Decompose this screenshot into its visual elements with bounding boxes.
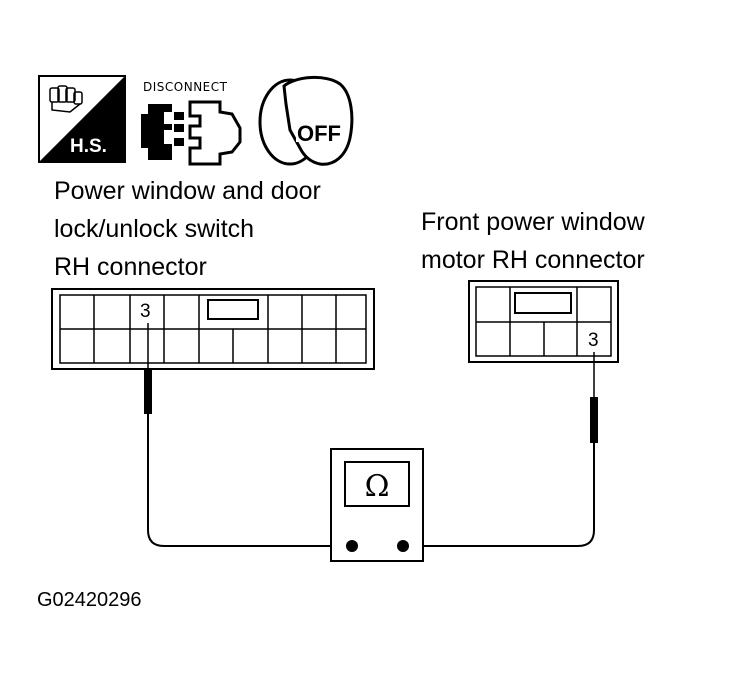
ohmmeter: Ω <box>330 448 424 562</box>
meter-terminal-right <box>397 540 409 552</box>
hand-tool-hs-icon: H.S. <box>38 75 126 163</box>
left-connector-title-line-1: Power window and door <box>54 177 321 205</box>
ohm-symbol: Ω <box>365 469 390 504</box>
left-probe <box>144 323 352 547</box>
right-connector-title-line-1: Front power window <box>421 208 646 236</box>
ignition-key-off-icon: OFF <box>258 76 354 166</box>
left-connector-title-line-2: lock/unlock switch <box>54 215 254 243</box>
hs-label: H.S. <box>70 136 107 157</box>
right-probe <box>403 352 598 547</box>
off-label: OFF <box>297 121 341 146</box>
left-connector <box>51 288 375 370</box>
right-pin-3-label: 3 <box>588 330 599 351</box>
figure-id: G02420296 <box>37 589 142 611</box>
disconnect-label: DISCONNECT <box>143 80 228 94</box>
disconnect-icon: DISCONNECT <box>141 80 242 166</box>
right-connector-title-line-2: motor RH connector <box>421 246 645 274</box>
right-connector <box>468 280 619 363</box>
meter-terminal-left <box>346 540 358 552</box>
left-connector-title-line-3: RH connector <box>54 253 207 281</box>
left-pin-3-label: 3 <box>140 301 151 322</box>
